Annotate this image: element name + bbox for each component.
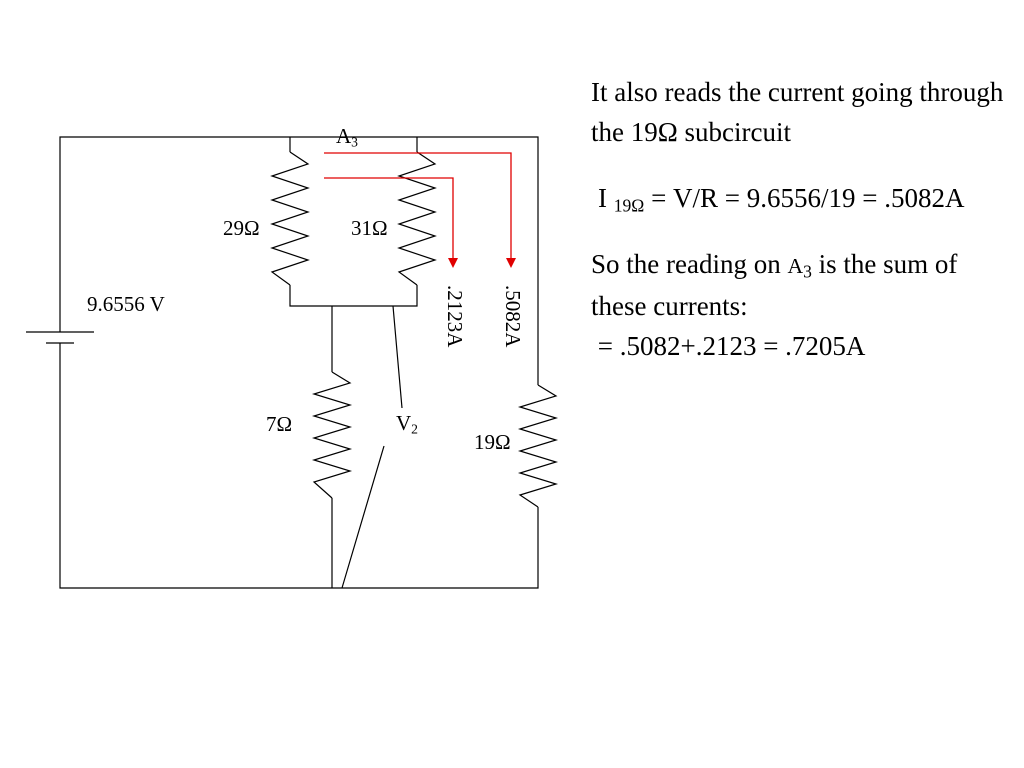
current-31-label: .2123A [443,285,467,348]
line3-ammeter-subscript: 3 [803,261,812,282]
equation-current-symbol: I [598,183,614,213]
sum-line: = .5082+.2123 = .7205A [591,331,866,361]
arrow-19-head [506,258,516,268]
r31-label: 31Ω [351,216,388,240]
spacer [591,218,1011,244]
r19-resistor [517,384,559,508]
battery-voltage-label: 9.6556 V [87,292,165,316]
r19-label: 19Ω [474,430,511,454]
r29-resistor [270,151,310,286]
current-19-label: .5082A [501,285,525,348]
ammeter-label: A3 [336,124,358,150]
line3-ammeter-letter: A [787,254,804,278]
outer-wire [59,136,539,589]
equation-line: I 19Ω = V/R = 9.6556/19 = .5082A [591,178,1011,218]
explanation-line-1: It also reads the current going through … [591,77,1004,147]
r29-label: 29Ω [223,216,260,240]
ammeter-subscript: 3 [351,134,358,150]
explanation-line-3: So the reading on A3 is the sum of these… [591,244,1011,326]
spacer [591,152,1011,178]
arrow-31-path [324,177,454,258]
voltmeter-lead [341,305,403,589]
line3-suffix: is the sum of these currents: [591,249,958,321]
r29-branch-wire [289,137,418,307]
arrow-19-path [324,152,512,258]
ammeter-letter: A [336,124,352,148]
r7-label: 7Ω [266,412,293,436]
arrow-31-head [448,258,458,268]
equation-body: = V/R = 9.6556/19 = .5082A [644,183,965,213]
r31-resistor [397,151,437,286]
equation-subscript: 19Ω [613,195,645,216]
explanation-text: It also reads the current going through … [591,72,1011,366]
voltmeter-subscript: 2 [411,421,418,437]
line3-prefix: So the reading on [591,249,788,279]
r7-resistor [311,371,353,499]
voltmeter-label: V2 [396,411,418,437]
voltmeter-letter: V [396,411,412,435]
